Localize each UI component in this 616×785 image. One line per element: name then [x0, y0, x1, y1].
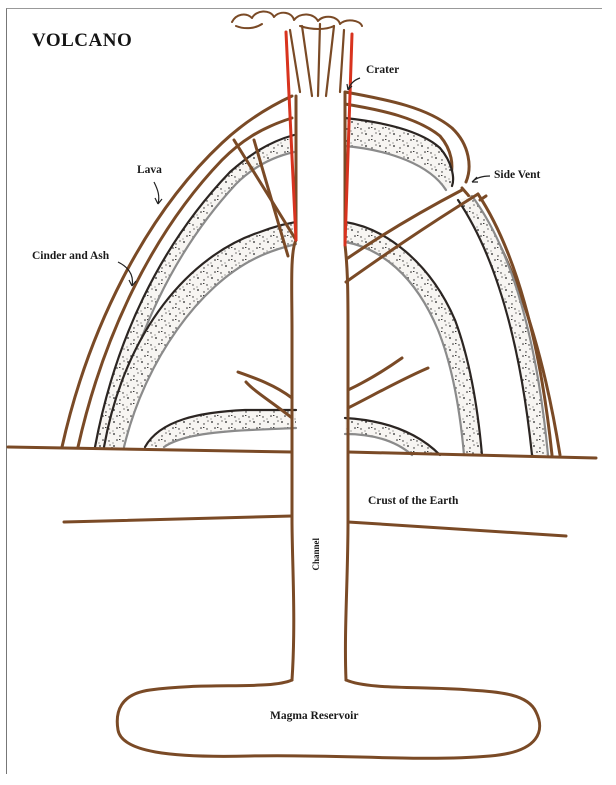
- earth-crust: [8, 447, 596, 536]
- label-crater: Crater: [366, 64, 399, 76]
- label-crust-of-the-earth: Crust of the Earth: [368, 495, 458, 507]
- eruption-puff: [232, 11, 362, 29]
- label-lava: Lava: [137, 164, 162, 176]
- diagram-title: VOLCANO: [32, 30, 132, 52]
- label-magma-reservoir: Magma Reservoir: [270, 710, 358, 722]
- cinder-ash-layers: [95, 118, 548, 455]
- label-side-vent: Side Vent: [494, 169, 540, 181]
- label-channel: Channel: [311, 538, 321, 571]
- label-cinder-and-ash: Cinder and Ash: [32, 250, 109, 262]
